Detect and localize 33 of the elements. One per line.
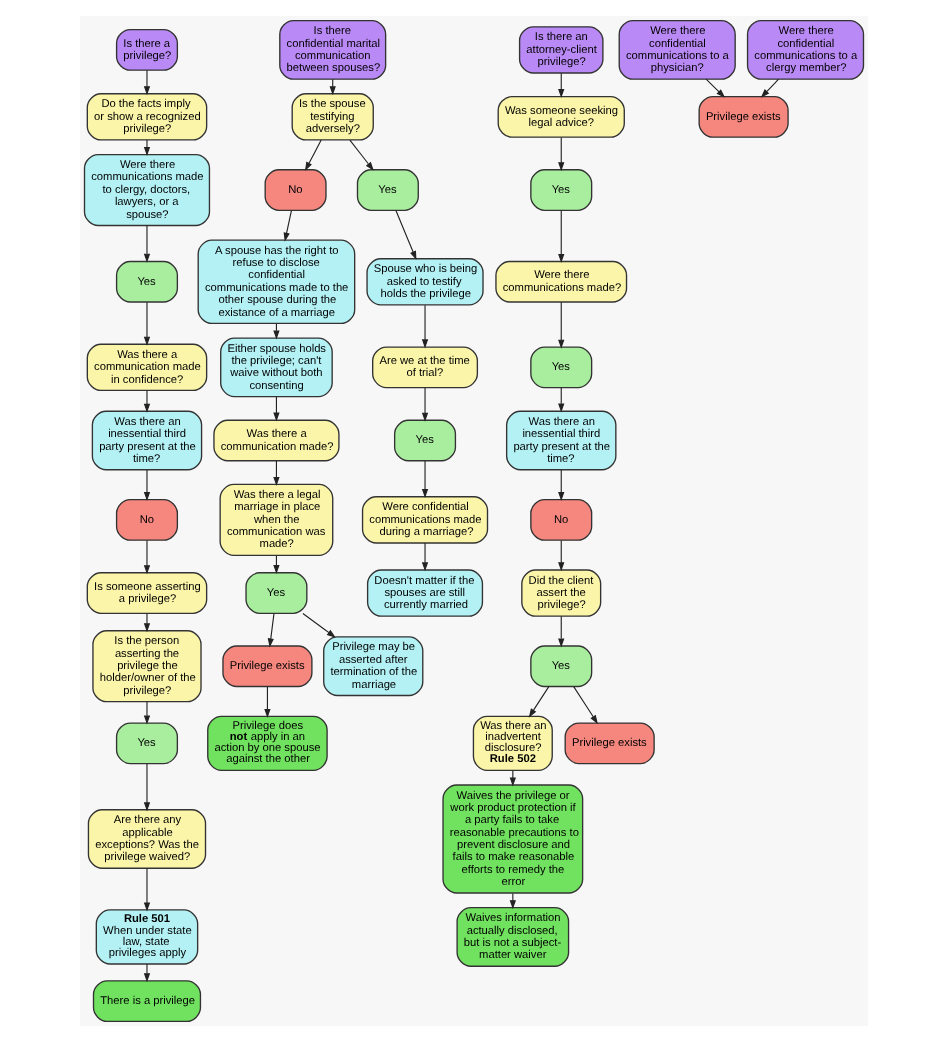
arrow: [421, 387, 429, 422]
arrow: [143, 701, 151, 725]
arrow: [558, 469, 565, 502]
arrow: [760, 78, 780, 98]
arrow: [349, 139, 374, 171]
arrow: [143, 301, 151, 346]
arrow: [283, 210, 292, 242]
arrow: [143, 613, 151, 633]
arrow: [558, 301, 565, 349]
arrow: [558, 210, 565, 263]
arrow: [143, 469, 151, 502]
arrow: [528, 686, 550, 718]
arrow: [143, 69, 151, 96]
arrow: [267, 613, 275, 648]
arrow: [143, 867, 151, 912]
arrow: [143, 139, 151, 157]
arrow: [304, 139, 322, 172]
arrow: [558, 615, 565, 648]
arrow: [143, 224, 151, 263]
arrow: [705, 78, 726, 98]
arrow: [573, 686, 598, 725]
arrow: [421, 304, 429, 349]
arrow: [421, 460, 429, 498]
arrow: [558, 136, 565, 172]
arrow: [143, 763, 151, 812]
arrow: [143, 963, 151, 983]
arrow: [558, 539, 565, 572]
arrow: [302, 613, 336, 638]
arrow: [143, 539, 151, 575]
arrow: [143, 389, 151, 413]
arrow: [395, 210, 417, 260]
arrow: [264, 686, 271, 718]
arrow: [421, 542, 429, 572]
